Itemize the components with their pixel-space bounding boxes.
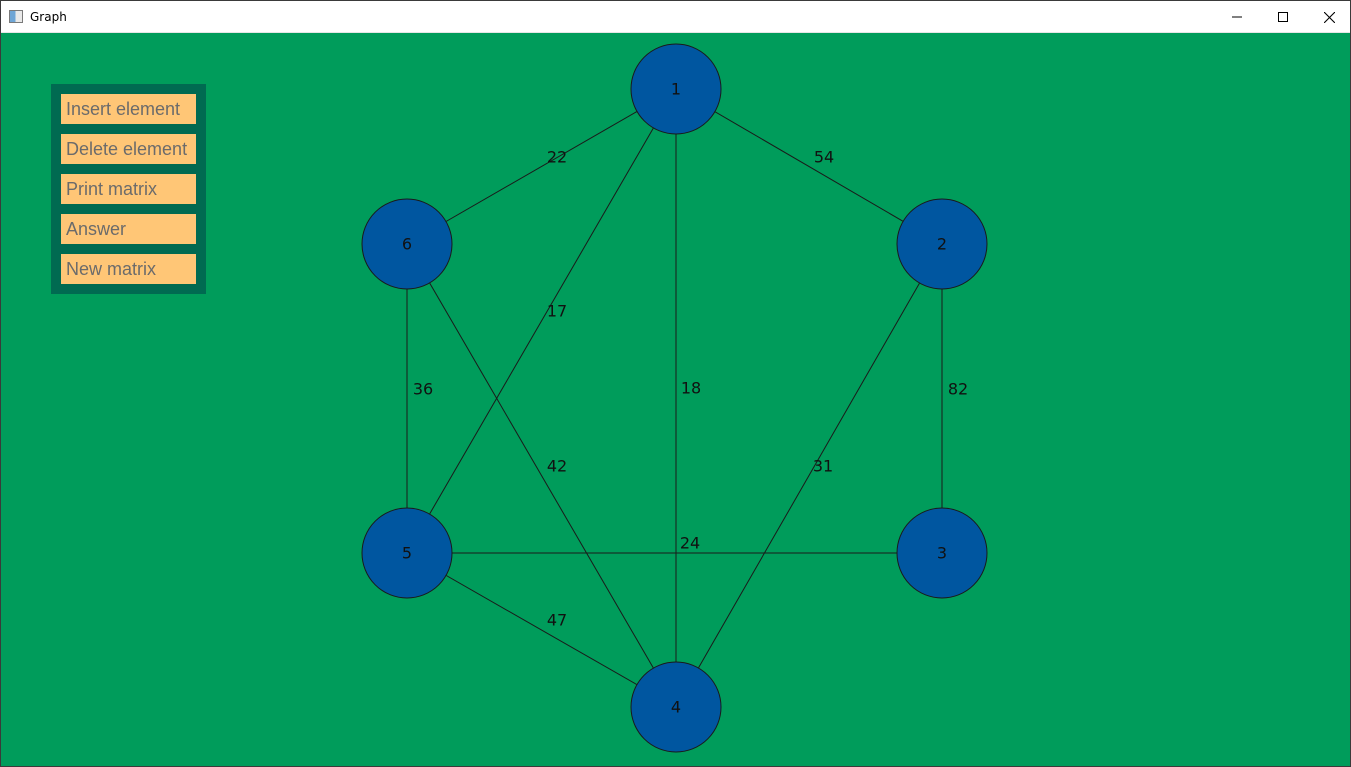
edge-weight-1-4: 18 xyxy=(681,379,701,398)
graph-drawing: 54 22 17 18 82 31 36 42 24 47 1 2 3 4 5 6 xyxy=(361,43,988,753)
node-label-6: 6 xyxy=(402,235,412,254)
maximize-button[interactable] xyxy=(1260,1,1306,33)
node-circle-4[interactable] xyxy=(630,661,722,753)
print-matrix-button[interactable]: Print matrix xyxy=(61,174,196,204)
graph-node-2[interactable]: 2 xyxy=(896,198,988,290)
close-button[interactable] xyxy=(1306,1,1350,33)
edge-weight-2-3: 82 xyxy=(948,380,968,399)
node-circle-5[interactable] xyxy=(361,507,453,599)
edge-weight-1-6: 22 xyxy=(547,148,567,167)
title-bar[interactable]: Graph xyxy=(1,1,1350,33)
insert-element-button[interactable]: Insert element xyxy=(61,94,196,124)
graph-canvas[interactable]: 54 22 17 18 82 31 36 42 24 47 1 2 3 4 5 6 Insert eleme… xyxy=(1,34,1350,766)
window-title: Graph xyxy=(30,10,67,24)
edge-2-4 xyxy=(675,243,943,708)
node-circle-1[interactable] xyxy=(630,43,722,135)
new-matrix-button[interactable]: New matrix xyxy=(61,254,196,284)
graph-node-1[interactable]: 1 xyxy=(630,43,722,135)
minimize-icon xyxy=(1232,16,1242,18)
node-circle-3[interactable] xyxy=(896,507,988,599)
edge-weight-5-4: 47 xyxy=(547,611,567,630)
node-label-5: 5 xyxy=(402,544,412,563)
graph-node-6[interactable]: 6 xyxy=(361,198,453,290)
app-window-icon xyxy=(9,10,23,23)
node-label-3: 3 xyxy=(937,544,947,563)
graph-node-3[interactable]: 3 xyxy=(896,507,988,599)
close-icon xyxy=(1323,11,1335,23)
edge-weight-6-4: 42 xyxy=(547,457,567,476)
node-label-4: 4 xyxy=(671,698,681,717)
delete-element-button[interactable]: Delete element xyxy=(61,134,196,164)
edge-weight-2-4: 31 xyxy=(813,457,833,476)
maximize-icon xyxy=(1278,12,1288,22)
edge-1-6 xyxy=(406,88,677,245)
graph-node-4[interactable]: 4 xyxy=(630,661,722,753)
menu-panel: Insert element Delete element Print matr… xyxy=(51,84,206,294)
graph-node-5[interactable]: 5 xyxy=(361,507,453,599)
answer-button[interactable]: Answer xyxy=(61,214,196,244)
edge-1-5 xyxy=(406,88,677,554)
edge-1-2 xyxy=(675,88,943,245)
edge-5-4 xyxy=(406,552,677,708)
minimize-button[interactable] xyxy=(1214,1,1260,33)
node-label-2: 2 xyxy=(937,235,947,254)
edge-weight-1-2: 54 xyxy=(814,148,834,167)
edge-weight-1-5: 17 xyxy=(547,302,567,321)
node-label-1: 1 xyxy=(671,80,681,99)
node-circle-6[interactable] xyxy=(361,198,453,290)
edge-weight-6-5: 36 xyxy=(413,380,433,399)
edge-weight-5-3: 24 xyxy=(680,534,700,553)
edge-6-4 xyxy=(406,243,677,708)
node-circle-2[interactable] xyxy=(896,198,988,290)
